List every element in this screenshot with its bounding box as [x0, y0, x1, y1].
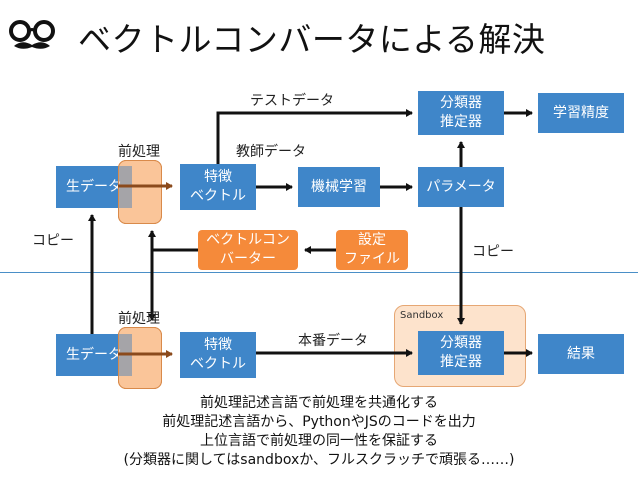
note-line: 前処理記述言語から、PythonやJSのコードを出力 — [162, 414, 476, 430]
accuracy-box: 学習精度 — [538, 93, 624, 133]
feature-vector-box-bottom: 特徴ベクトル — [180, 332, 256, 378]
preprocess-label-bottom: 前処理 — [118, 311, 160, 327]
production-data-label: 本番データ — [298, 333, 368, 349]
test-data-label: テストデータ — [250, 93, 334, 109]
preprocess-overlay-top — [118, 160, 162, 224]
notes-block: 前処理記述言語で前処理を共通化する 前処理記述言語から、PythonやJSのコー… — [0, 394, 638, 470]
feature-vector-box-top: 特徴ベクトル — [180, 164, 256, 210]
machine-learning-box: 機械学習 — [298, 167, 380, 207]
preprocess-overlay-bottom — [118, 327, 162, 389]
glasses-mustache-logo-icon — [9, 20, 55, 49]
classifier-box-bottom: 分類器推定器 — [418, 331, 504, 375]
arrow-test-data — [216, 109, 413, 164]
classifier-box-top: 分類器推定器 — [418, 91, 504, 135]
vector-converter-box: ベクトルコンバーター — [198, 230, 298, 270]
config-file-box: 設定ファイル — [336, 230, 408, 270]
result-box: 結果 — [538, 334, 624, 374]
copy-label-left: コピー — [32, 233, 74, 249]
sandbox-label: Sandbox — [400, 310, 444, 321]
environment-separator — [0, 272, 638, 273]
preprocess-label-top: 前処理 — [118, 144, 160, 160]
parameter-box: パラメータ — [418, 167, 504, 207]
note-line: 前処理記述言語で前処理を共通化する — [200, 395, 438, 411]
note-line: 上位言語で前処理の同一性を保証する — [200, 433, 438, 449]
copy-label-right: コピー — [472, 244, 514, 260]
teacher-data-label: 教師データ — [236, 144, 306, 160]
note-line: (分類器に関してはsandboxか、フルスクラッチで頑張る……) — [123, 452, 515, 468]
page-title: ベクトルコンバータによる解決 — [78, 20, 546, 59]
